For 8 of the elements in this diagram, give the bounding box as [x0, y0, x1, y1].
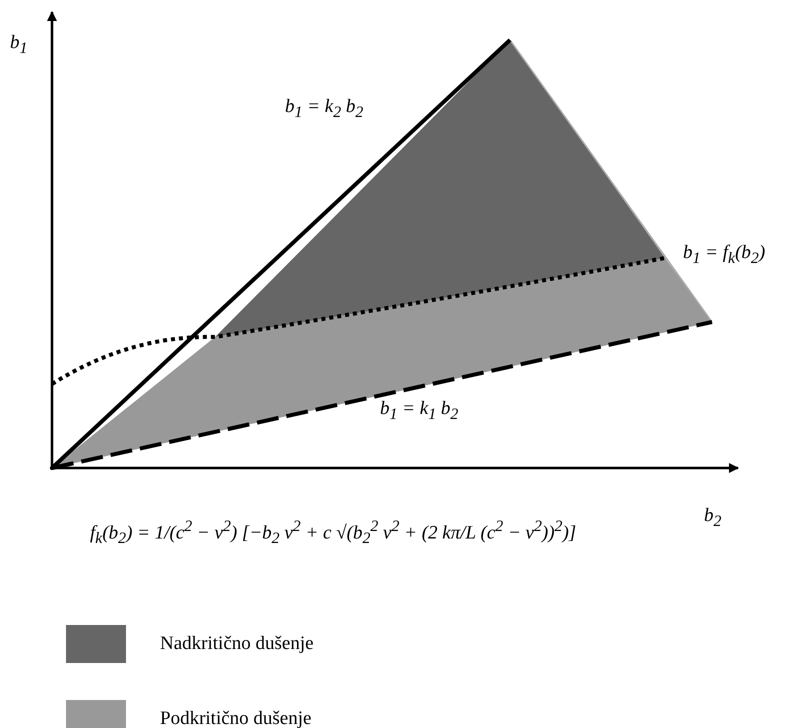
- legend-text: Podkritično dušenje: [160, 708, 312, 728]
- formula: f$_{k}$(b$_{2}$) = 1/(c$^{2}$ − v$^{2}$) [−b$_{2}$ v$^{2}$ + c √(b$_{2}$$^{2}$ v$^{2}$ + (2 kπ/L (c$^{2}$ − v$^{2}$))$^{2}$)]: [90, 518, 576, 548]
- axis-label: b$_{2}$: [704, 505, 722, 531]
- legend-text: Nadkritično dušenje: [160, 633, 314, 655]
- line-label: b$_{1}$ = k$_{2}$ b$_{2}$: [285, 96, 364, 122]
- axis-label: b$_{1}$: [10, 32, 28, 58]
- line-label: b$_{1}$ = k$_{1}$ b$_{2}$: [380, 398, 458, 424]
- curve-label: b$_{1}$ = f$_{k}$(b$_{2}$): [683, 242, 766, 268]
